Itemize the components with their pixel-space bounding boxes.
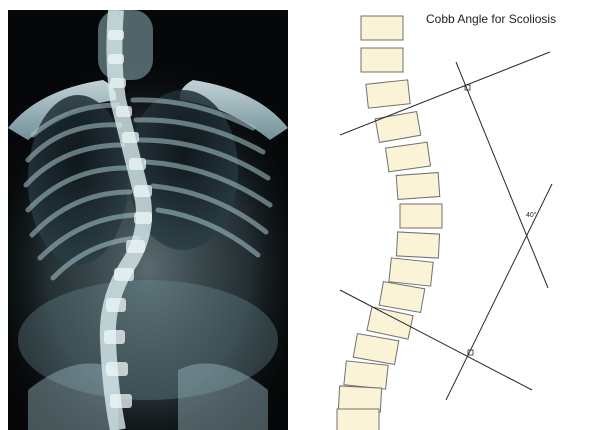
vertebra [379,282,425,313]
vertebra [367,307,413,339]
xray-image [8,10,288,430]
diagram-drawing: 40° [300,0,594,430]
vertebra [338,386,381,412]
vertebrae [337,16,442,430]
vertebra [344,361,388,389]
vertebra [396,173,440,200]
vertebra [361,16,403,40]
vertebra [375,112,421,143]
vertebra [353,334,399,365]
vertebra [396,232,439,258]
xray-drawing [8,10,288,430]
vertebra [361,48,403,72]
vertebra [386,142,431,172]
upper-perpendicular-line [456,62,548,288]
vertebra [366,80,410,108]
vertebra [400,204,442,228]
vertebra [389,258,433,286]
diagram-title: Cobb Angle for Scoliosis [426,12,556,26]
vertebra [337,409,379,430]
angle-label: 40° [526,211,537,219]
cobb-angle-diagram: Cobb Angle for Scoliosis 40° [300,0,594,430]
